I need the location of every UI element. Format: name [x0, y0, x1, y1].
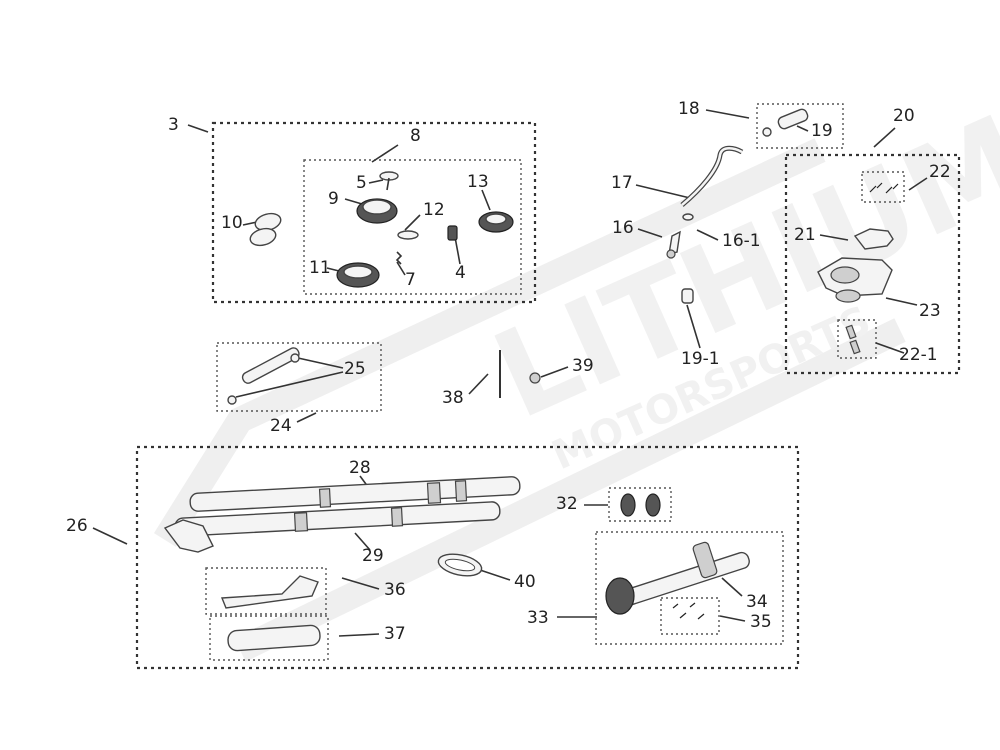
part-11-seal-ring — [336, 262, 380, 288]
part-32-bushings — [620, 493, 661, 517]
label-18: 18 — [678, 99, 700, 119]
part-7-clip — [395, 251, 403, 265]
part-28-fork-leg — [189, 476, 521, 512]
part-22-1-screws — [845, 324, 861, 355]
label-29: 29 — [362, 546, 384, 566]
label-35: 35 — [750, 612, 772, 632]
label-28: 28 — [349, 458, 371, 478]
label-16: 16 — [612, 218, 634, 238]
group-box-37 — [209, 615, 329, 661]
label-3: 3 — [168, 115, 179, 135]
label-13: 13 — [467, 172, 489, 192]
group-box-22-1 — [837, 319, 877, 359]
label-17: 17 — [611, 173, 633, 193]
part-23-housing — [817, 257, 893, 303]
label-8: 8 — [410, 126, 421, 146]
group-box-24 — [216, 342, 382, 412]
label-37: 37 — [384, 624, 406, 644]
label-9: 9 — [328, 189, 339, 209]
group-box-8 — [303, 159, 522, 295]
label-19-1: 19-1 — [681, 349, 720, 369]
label-22: 22 — [929, 162, 951, 182]
part-35-screws — [672, 602, 705, 620]
label-36: 36 — [384, 580, 406, 600]
part-13-bearing — [478, 211, 514, 233]
group-box-26 — [135, 445, 800, 670]
part-37-guard — [227, 624, 321, 652]
part-19-1-cap — [681, 288, 694, 304]
part-29-fork-leg — [163, 501, 501, 553]
part-39-nut — [529, 372, 541, 384]
label-7: 7 — [405, 270, 416, 290]
part-40-clamp — [437, 553, 483, 577]
group-box-33 — [595, 531, 784, 645]
label-10: 10 — [221, 213, 243, 233]
label-26: 26 — [66, 516, 88, 536]
leader-lines — [92, 109, 928, 637]
part-16-adjuster — [666, 230, 681, 259]
group-box-3 — [211, 121, 537, 304]
part-4-nut — [447, 225, 458, 241]
label-21: 21 — [794, 225, 816, 245]
part-25-rod — [227, 347, 300, 405]
label-11: 11 — [309, 258, 331, 278]
part-22-screws — [869, 182, 899, 194]
label-5: 5 — [356, 173, 367, 193]
label-20: 20 — [893, 106, 915, 126]
label-32: 32 — [556, 494, 578, 514]
label-25: 25 — [344, 359, 366, 379]
part-21-clamp — [853, 228, 894, 250]
label-39: 39 — [572, 356, 594, 376]
label-16-1: 16-1 — [722, 231, 761, 251]
part-10-cap-set — [249, 212, 282, 247]
part-36-guard — [220, 575, 319, 609]
part-9-bearing — [356, 198, 398, 224]
group-box-22 — [861, 171, 905, 203]
part-19-grip — [762, 108, 809, 137]
label-4: 4 — [455, 263, 466, 283]
label-22-1: 22-1 — [899, 345, 938, 365]
group-box-20 — [784, 153, 961, 375]
label-33: 33 — [527, 608, 549, 628]
label-38: 38 — [442, 388, 464, 408]
group-box-36 — [205, 567, 327, 615]
group-box-35 — [660, 597, 720, 635]
part-17-cable-core — [681, 146, 743, 206]
part-33-steering-stem — [605, 541, 750, 615]
label-40: 40 — [514, 572, 536, 592]
part-5-bolt — [379, 171, 399, 191]
label-24: 24 — [270, 416, 292, 436]
label-34: 34 — [746, 592, 768, 612]
part-12-washer — [397, 230, 419, 240]
label-12: 12 — [423, 200, 445, 220]
part-16-1-ring — [682, 213, 694, 221]
label-23: 23 — [919, 301, 941, 321]
label-19: 19 — [811, 121, 833, 141]
group-box-32 — [608, 487, 672, 522]
